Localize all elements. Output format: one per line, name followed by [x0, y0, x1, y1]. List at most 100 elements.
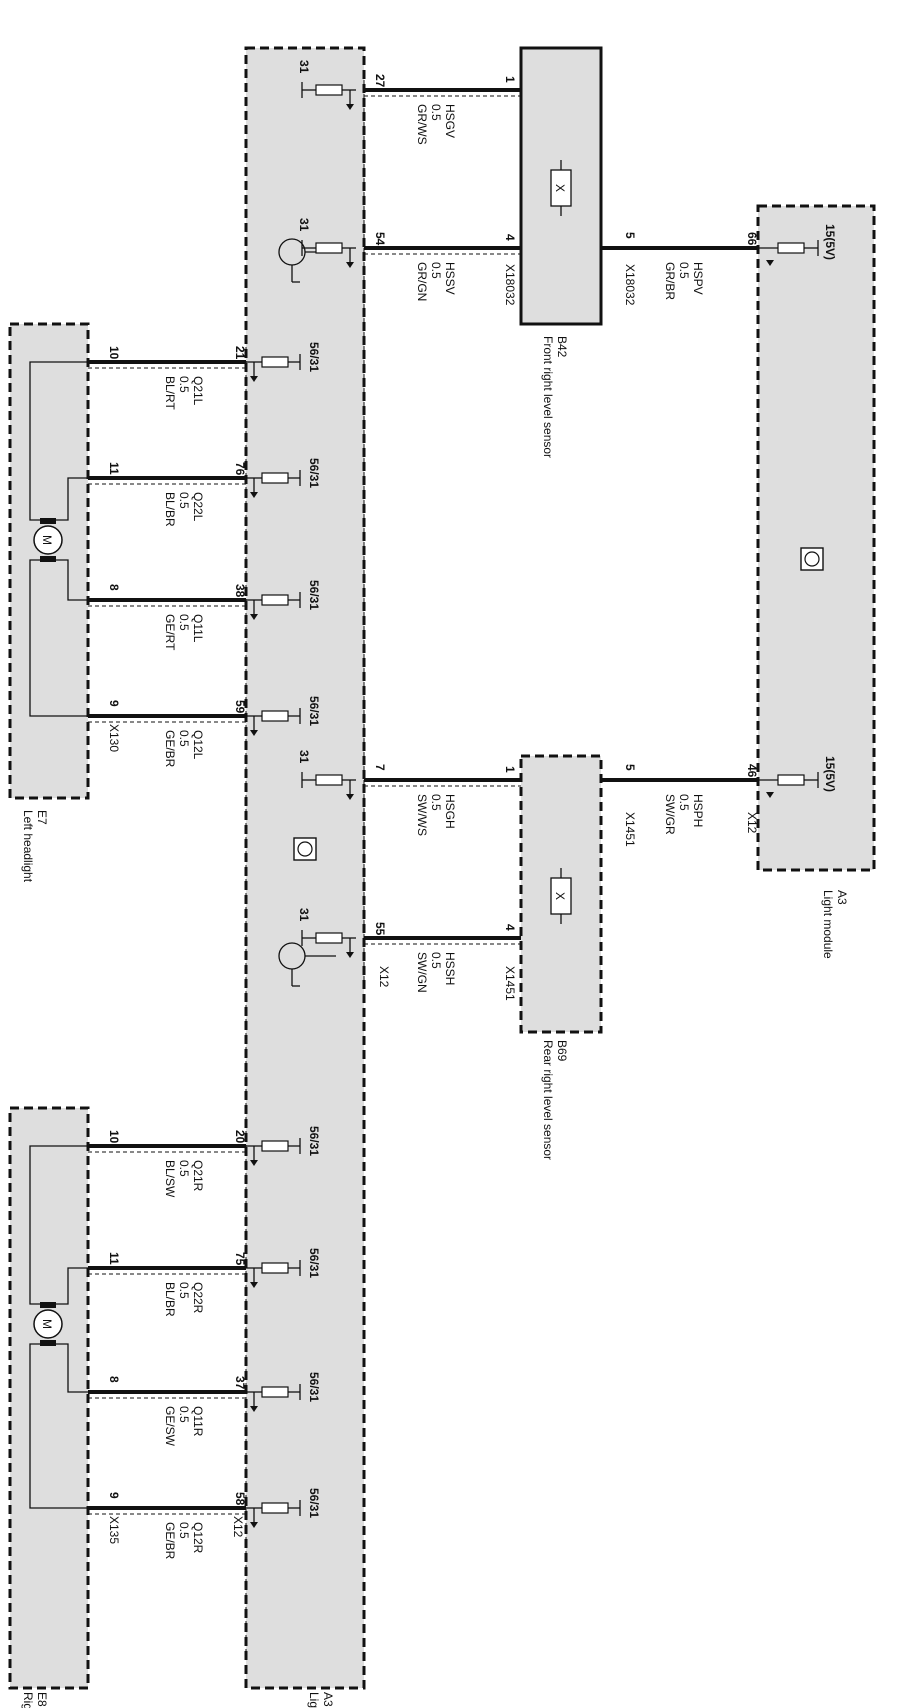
wire-signal: HSGH: [443, 794, 457, 829]
ground-2-arrow-icon: [346, 794, 354, 800]
front-sensor-code: B42: [555, 336, 569, 358]
wire-gauge: 0.5: [429, 794, 443, 811]
supply-label: 15(5V): [823, 756, 837, 792]
rear-sensor-code: B69: [555, 1040, 569, 1062]
wire-color: BL/BR: [163, 1282, 177, 1317]
wire-signal: HSSV: [443, 262, 457, 295]
ground-2-resistor-icon: [315, 774, 343, 786]
pin-module: 27: [373, 74, 387, 88]
ground-0-resistor-icon: [315, 84, 343, 96]
wire-signal: HSPV: [691, 262, 705, 295]
pin-module: 58: [233, 1492, 247, 1506]
wire-color: GE/SW: [163, 1406, 177, 1447]
supply-resistor-icon: [777, 774, 805, 786]
term-arrow-icon: [250, 492, 258, 498]
front-sensor-name: Front right level sensor: [541, 336, 555, 458]
connector-x130: X130: [107, 724, 121, 752]
wire-color: BL/RT: [163, 376, 177, 410]
rear-sensor-symbol: X: [550, 868, 572, 924]
left-motor-label: M: [40, 535, 54, 545]
pin-sensor: 4: [503, 234, 517, 241]
left-headlight-name: Left headlight: [21, 810, 35, 883]
connector-x1451-b: X1451: [623, 812, 637, 847]
wire-gauge: 0.5: [177, 1160, 191, 1177]
wire-signal: HSGV: [443, 104, 457, 138]
term-resistor-icon: [261, 1140, 289, 1152]
wire-gauge: 0.5: [177, 1282, 191, 1299]
ground-1-resistor-icon: [315, 242, 343, 254]
transistor-rear-icon: [278, 942, 336, 987]
term-arrow-icon: [250, 614, 258, 620]
light-module-upper-code: A3: [835, 890, 849, 905]
pin-lamp: 11: [107, 1252, 121, 1265]
wire-color: GE/BR: [163, 730, 177, 768]
rear-sensor-name: Rear right level sensor: [541, 1040, 555, 1160]
wire-signal: Q21L: [191, 376, 205, 406]
wire-color: GR/GN: [415, 262, 429, 301]
wire-color: GE/BR: [163, 1522, 177, 1560]
ground-1-arrow-icon: [346, 262, 354, 268]
pin-lamp: 10: [107, 346, 121, 360]
ground-label: 31: [297, 908, 311, 922]
left-headlight-title: E7 Left headlight: [21, 810, 49, 883]
term-resistor-icon: [261, 1262, 289, 1274]
term-resistor-icon: [261, 472, 289, 484]
right-headlight-code: E8: [35, 1692, 49, 1707]
front-sensor-title: B42 Front right level sensor: [541, 336, 569, 458]
pin-lamp: 10: [107, 1130, 121, 1144]
term-arrow-icon: [250, 1406, 258, 1412]
supply-arrow-icon: [766, 260, 774, 266]
pin-module: 38: [233, 584, 247, 598]
connector-x1451-a: X1451: [503, 966, 517, 1001]
term-label: 56/31: [307, 1488, 321, 1518]
wire-gauge: 0.5: [177, 376, 191, 393]
wire-color: GR/BR: [663, 262, 677, 300]
wire-signal: Q22R: [191, 1282, 205, 1314]
wire-color: BL/SW: [163, 1160, 177, 1198]
pin-module: 55: [373, 922, 387, 936]
light-module-upper-title: A3 Light module: [821, 890, 849, 959]
supply-label: 15(5V): [823, 224, 837, 260]
term-resistor-icon: [261, 1386, 289, 1398]
pin-sensor: 1: [503, 766, 517, 773]
pin-module: 75: [233, 1252, 247, 1266]
light-module-lower-code: A3: [321, 1692, 335, 1707]
ground-0-arrow-icon: [346, 104, 354, 110]
light-module-lower-name: Light module: [307, 1692, 321, 1708]
wire-color: SW/WS: [415, 794, 429, 836]
wire-signal: Q12L: [191, 730, 205, 760]
pin-lamp: 8: [107, 584, 121, 591]
wire-gauge: 0.5: [177, 730, 191, 747]
term-label: 56/31: [307, 458, 321, 488]
wire-gauge: 0.5: [177, 1406, 191, 1423]
rear-sensor-mark: X: [553, 892, 567, 900]
wire-signal: Q11R: [191, 1406, 205, 1437]
right-motor-label: M: [40, 1319, 54, 1329]
wire-signal: HSSH: [443, 952, 457, 985]
ground-3-resistor-icon: [315, 932, 343, 944]
pin-lamp: 11: [107, 462, 121, 475]
pin-lamp: 9: [107, 700, 121, 707]
pin-sensor: 5: [623, 764, 637, 771]
wire-signal: Q11L: [191, 614, 205, 643]
front-sensor-symbol: X: [550, 160, 572, 216]
term-label: 56/31: [307, 1126, 321, 1156]
supply-resistor-icon: [777, 242, 805, 254]
pin-lamp: 9: [107, 1492, 121, 1499]
pin-sensor: 1: [503, 76, 517, 83]
pin-module: 54: [373, 232, 387, 246]
wire-color: GR/WS: [415, 104, 429, 145]
right-headlight-name: Right headlight: [21, 1692, 35, 1708]
pin-module: 7: [373, 764, 387, 771]
term-resistor-icon: [261, 1502, 289, 1514]
left-headlight-code: E7: [35, 810, 49, 825]
ground-label: 31: [297, 218, 311, 232]
wire-gauge: 0.5: [177, 492, 191, 509]
